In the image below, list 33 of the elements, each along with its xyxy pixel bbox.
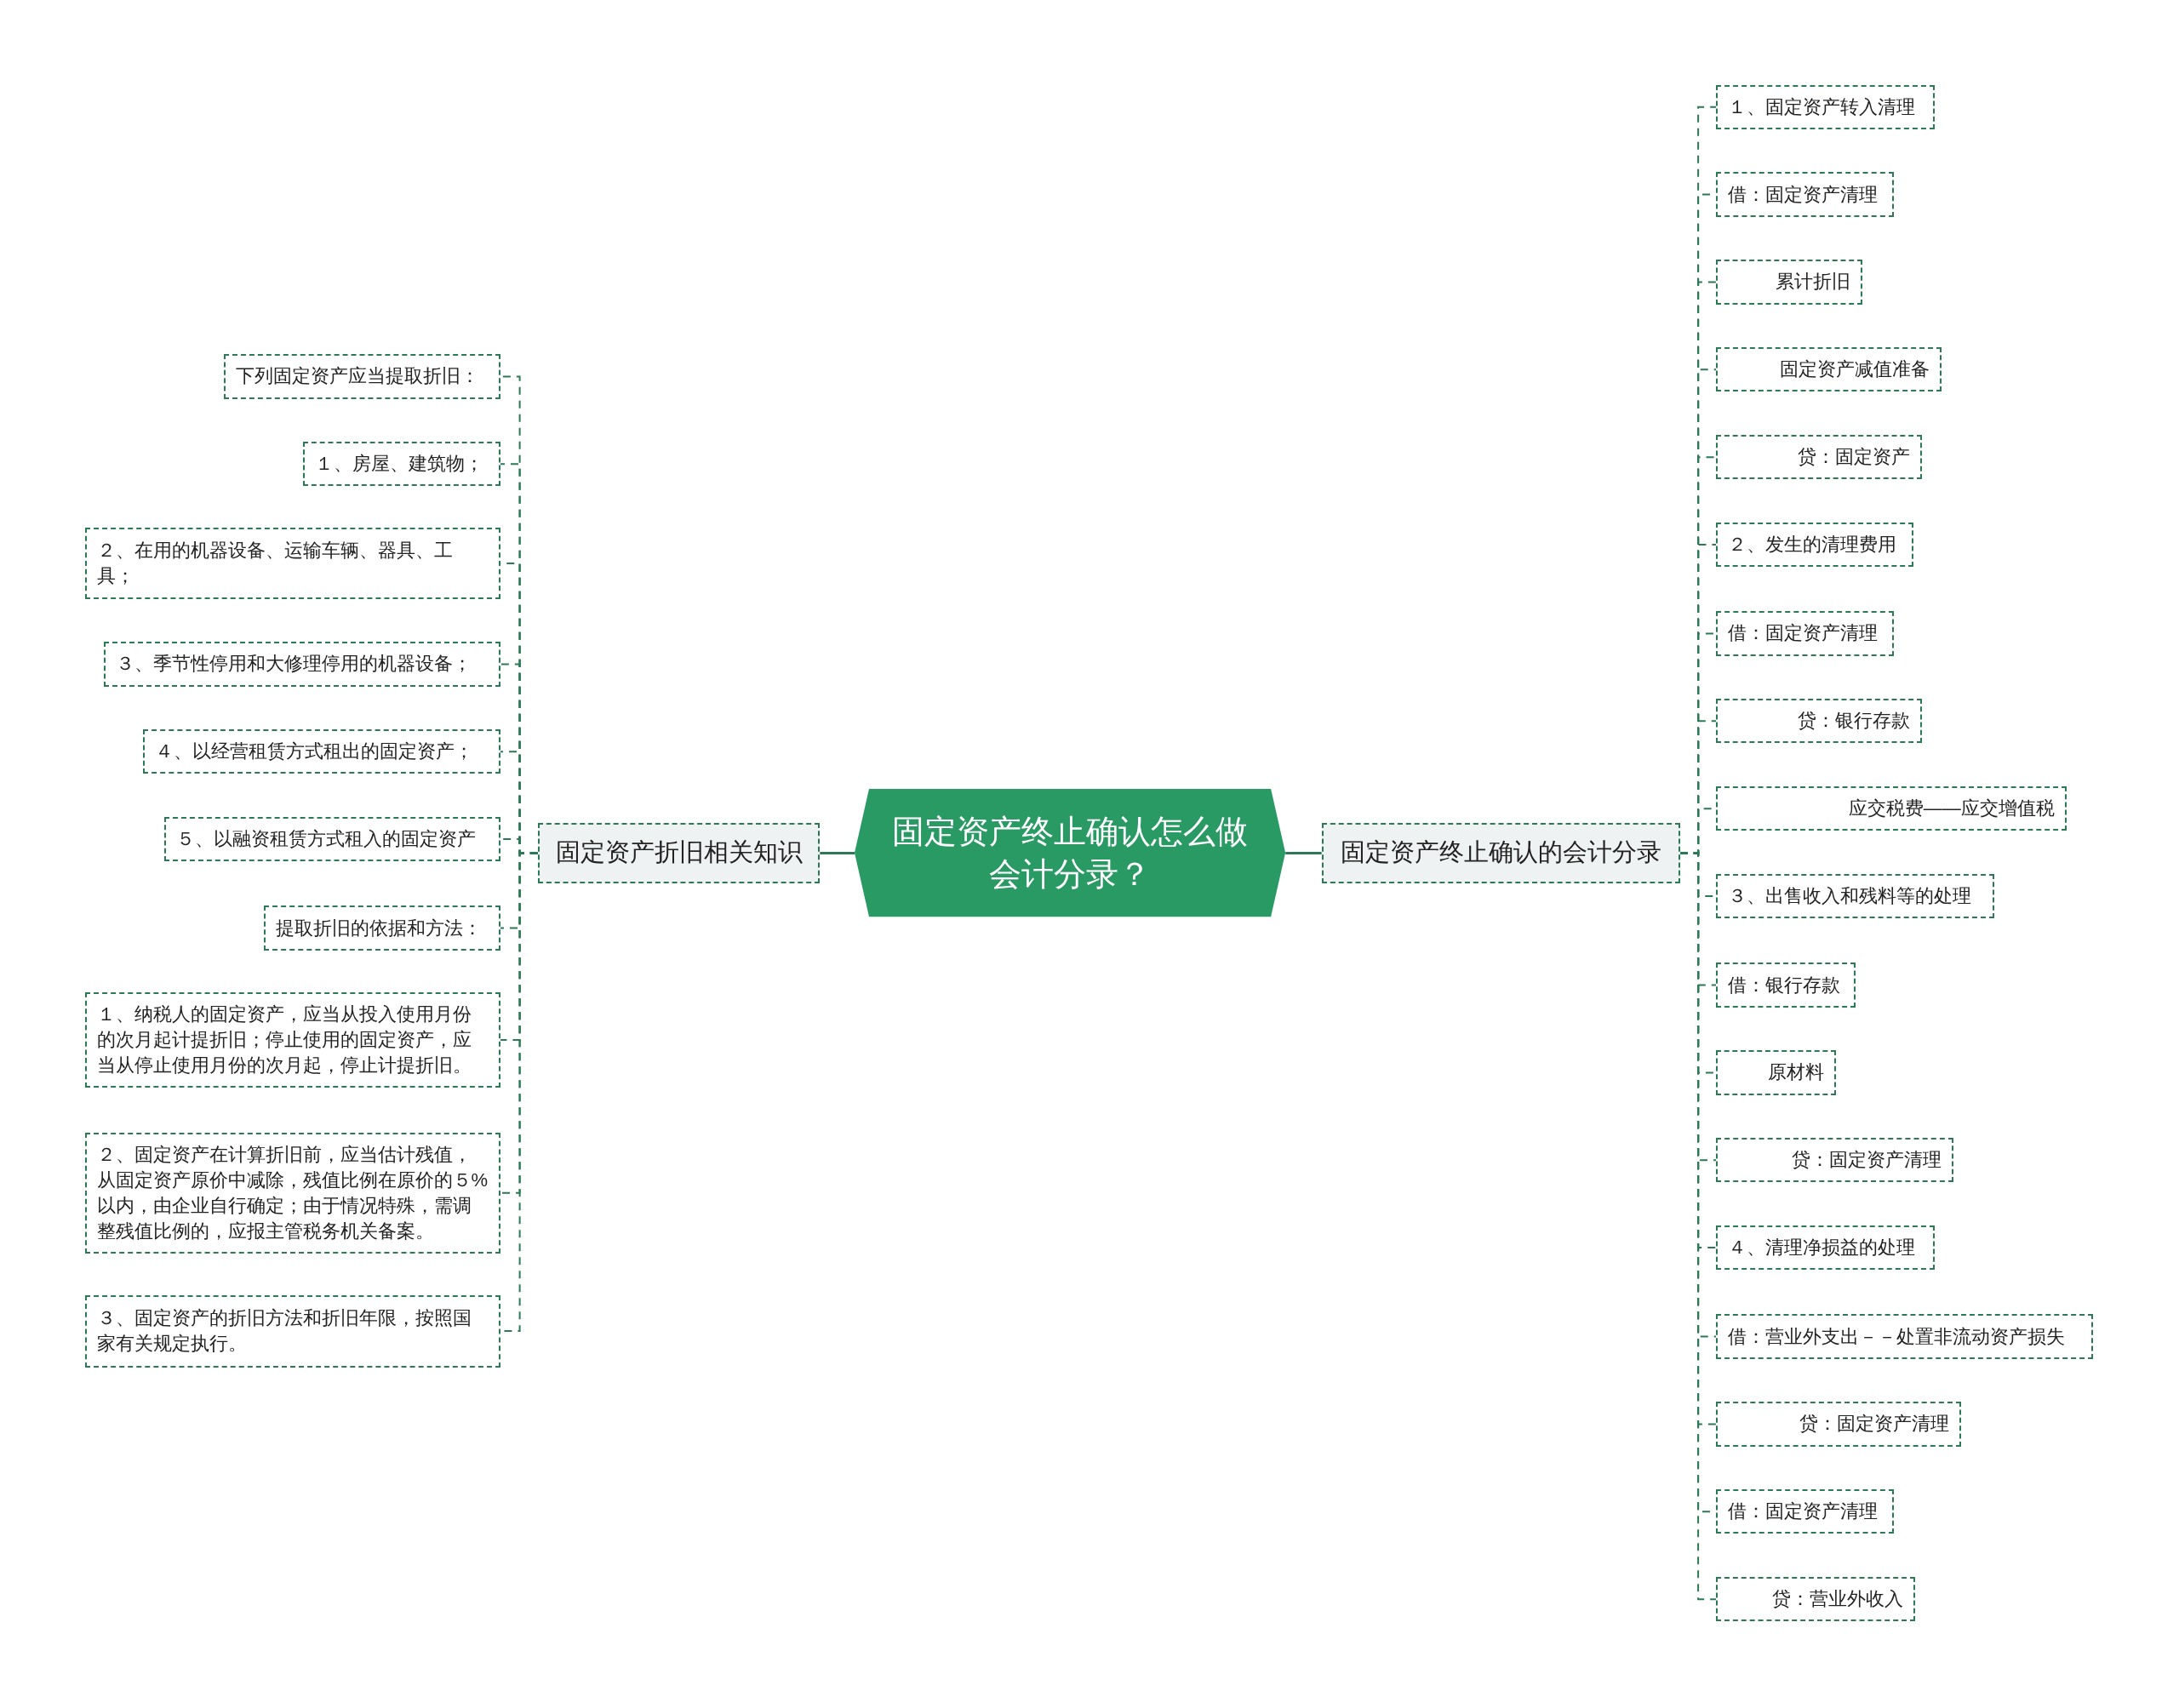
leaf-topic-box: 提取折旧的依据和方法： [264, 905, 500, 951]
central-topic-box: 固定资产终止确认怎么做会计分录？ [855, 789, 1286, 917]
leaf-topic-box: 下列固定资产应当提取折旧： [223, 354, 500, 399]
leaf-topic-box: ５、以融资租赁方式租入的固定资产 [163, 817, 500, 862]
leaf-topic-box: １、纳税人的固定资产，应当从投入使用月份的次月起计提折旧；停止使用的固定资产，应当从停止使用月份的次月起，停止计提折旧。 [84, 991, 500, 1088]
leaf-topic-box: ３、固定资产的折旧方法和折旧年限，按照国家有关规定执行。 [84, 1294, 500, 1368]
leaf-topic-box: 应交税费——应交增值税 [1716, 786, 2067, 831]
leaf-topic-box: ２、固定资产在计算折旧前，应当估计残值，从固定资产原价中减除，残值比例在原价的５%以内，由企业自行确定；由于情况特殊，需调整残值比例的，应报主管税务机关备案。 [84, 1132, 500, 1254]
leaf-topic-box: 固定资产减值准备 [1716, 347, 1942, 392]
leaf-topic-box: 借：固定资产清理 [1716, 172, 1895, 217]
leaf-topic-box: ４、以经营租赁方式租出的固定资产； [143, 729, 500, 774]
connector-line [1285, 851, 1322, 854]
branch-topic-box: 固定资产折旧相关知识 [537, 822, 821, 884]
leaf-topic-box: １、房屋、建筑物； [302, 442, 500, 487]
leaf-topic-box: ２、在用的机器设备、运输车辆、器具、工具； [84, 528, 500, 599]
leaf-topic-box: １、固定资产转入清理 [1716, 84, 1935, 129]
leaf-topic-box: 借：固定资产清理 [1716, 611, 1895, 656]
leaf-topic-box: 借：银行存款 [1716, 963, 1856, 1008]
leaf-topic-box: 贷：固定资产清理 [1716, 1402, 1961, 1447]
leaf-topic-box: 贷：银行存款 [1716, 699, 1922, 744]
leaf-topic-box: 借：固定资产清理 [1716, 1489, 1895, 1534]
leaf-topic-box: 借：营业外支出－－处置非流动资产损失 [1716, 1314, 2093, 1359]
connector-line [820, 851, 855, 854]
leaf-topic-box: ３、季节性停用和大修理停用的机器设备； [104, 642, 500, 687]
leaf-topic-box: 累计折旧 [1716, 260, 1862, 305]
leaf-topic-box: ２、发生的清理费用 [1716, 522, 1914, 568]
leaf-topic-box: 贷：营业外收入 [1716, 1577, 1915, 1622]
branch-topic-box: 固定资产终止确认的会计分录 [1321, 822, 1680, 884]
leaf-topic-box: ４、清理净损益的处理 [1716, 1225, 1935, 1271]
leaf-topic-box: 原材料 [1716, 1050, 1836, 1095]
leaf-topic-box: 贷：固定资产清理 [1716, 1138, 1954, 1183]
leaf-topic-box: 贷：固定资产 [1716, 435, 1922, 480]
leaf-topic-box: ３、出售收入和残料等的处理 [1716, 873, 1994, 919]
